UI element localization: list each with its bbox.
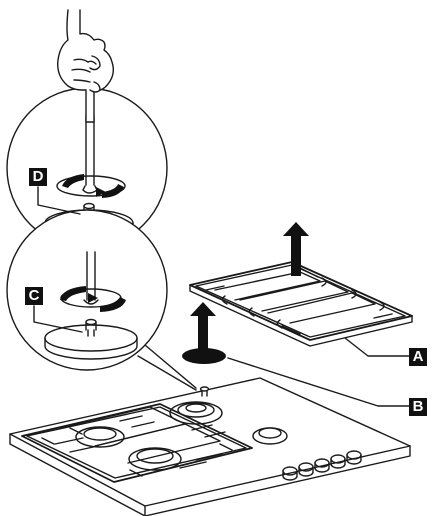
magnifier-lower (6, 209, 168, 371)
zoom-guide-line (144, 344, 197, 389)
label-b: B (409, 398, 427, 416)
label-c: C (25, 287, 43, 305)
up-arrow-icon (190, 302, 216, 352)
cooktop (9, 377, 411, 516)
pan-support-on-hob (21, 403, 253, 483)
counter-clockwise-arrow-icon (60, 286, 126, 312)
leader-line-c (33, 305, 83, 333)
leader-line-b (227, 357, 410, 407)
burner-cap (182, 348, 226, 364)
hand-holding-screwdriver-icon (57, 9, 115, 123)
burner-small (252, 427, 288, 445)
pan-support-removed (189, 261, 413, 347)
label-a: A (409, 348, 427, 366)
control-knobs (282, 450, 362, 481)
leader-line-d (37, 186, 81, 215)
up-arrow-icon (283, 222, 309, 276)
leader-line-a (344, 337, 410, 357)
injector-on-hob (199, 386, 210, 397)
label-d: D (29, 168, 47, 186)
zoom-guide-line (137, 355, 197, 391)
counter-clockwise-arrow-icon (62, 174, 124, 198)
